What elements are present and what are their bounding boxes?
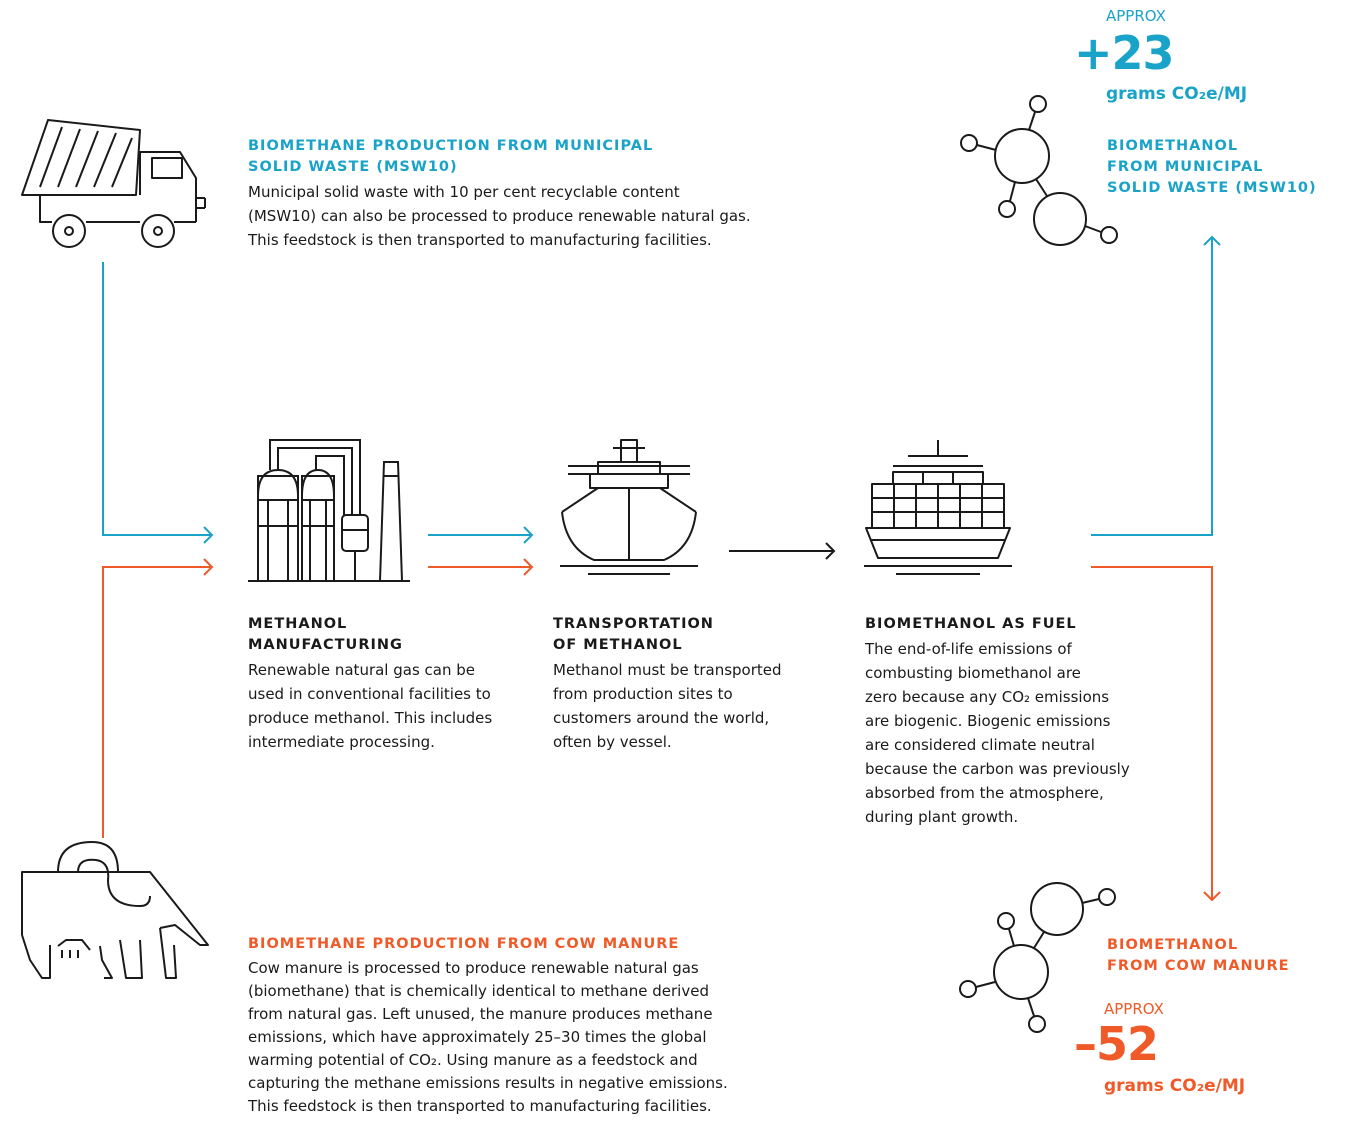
cow-section: BIOMETHANE PRODUCTION FROM COW MANURE Co… bbox=[248, 934, 808, 1118]
cow-text-line: Cow manure is processed to produce renew… bbox=[248, 959, 699, 977]
manufacturing-title: METHANOL MANUFACTURING bbox=[248, 614, 538, 656]
cow-text-line: from natural gas. Left unused, the manur… bbox=[248, 1005, 713, 1023]
msw-description: Municipal solid waste with 10 per cent r… bbox=[248, 180, 808, 252]
cow-result-label-line: FROM COW MANURE bbox=[1107, 958, 1290, 974]
fuel-text-line: because the carbon was previously bbox=[865, 760, 1130, 778]
cow-text-line: warming potential of CO₂. Using manure a… bbox=[248, 1051, 698, 1069]
cow-text-line: This feedstock is then transported to ma… bbox=[248, 1097, 712, 1115]
cow-text-line: emissions, which have approximately 25–3… bbox=[248, 1028, 707, 1046]
manufacturing-title-line-2: MANUFACTURING bbox=[248, 637, 403, 653]
transport-text-line: from production sites to bbox=[553, 685, 733, 703]
fuel-title: BIOMETHANOL AS FUEL bbox=[865, 616, 1077, 632]
fuel-section: BIOMETHANOL AS FUEL The end-of-life emis… bbox=[865, 614, 1165, 829]
transport-title-line-2: OF METHANOL bbox=[553, 637, 683, 653]
msw-text-line: This feedstock is then transported to ma… bbox=[248, 231, 712, 249]
transport-text-line: customers around the world, bbox=[553, 709, 770, 727]
cow-flow-line bbox=[102, 558, 1221, 902]
msw-title-line-2: SOLID WASTE (MSW10) bbox=[248, 159, 458, 175]
transport-title-line-1: TRANSPORTATION bbox=[553, 616, 714, 632]
cow-title: BIOMETHANE PRODUCTION FROM COW MANURE bbox=[248, 936, 680, 952]
cow-description: Cow manure is processed to produce renew… bbox=[248, 957, 808, 1118]
cow-emission-unit: grams CO₂e/MJ bbox=[1104, 1076, 1246, 1096]
transport-text-line: Methanol must be transported bbox=[553, 661, 782, 679]
fuel-text-line: zero because any CO₂ emissions bbox=[865, 688, 1110, 706]
ship-arrow bbox=[729, 542, 836, 560]
transport-section: TRANSPORTATION OF METHANOL Methanol must… bbox=[553, 614, 843, 754]
msw-result-label-line: FROM MUNICIPAL bbox=[1107, 159, 1264, 175]
manufacturing-title-line-1: METHANOL bbox=[248, 616, 348, 632]
msw-flow-line bbox=[102, 235, 1221, 544]
msw-result-label-line: BIOMETHANOL bbox=[1107, 138, 1239, 154]
msw-result-label-line: SOLID WASTE (MSW10) bbox=[1107, 180, 1317, 196]
msw-text-line: (MSW10) can also be processed to produce… bbox=[248, 207, 751, 225]
cow-icon bbox=[21, 841, 209, 979]
cow-result-label: BIOMETHANOL FROM COW MANURE bbox=[1107, 935, 1337, 977]
msw-result-label: BIOMETHANOL FROM MUNICIPAL SOLID WASTE (… bbox=[1107, 136, 1337, 199]
tanker-ship-icon bbox=[560, 439, 698, 575]
cow-text-line: capturing the methane emissions results … bbox=[248, 1074, 728, 1092]
cow-emission-value: –52 bbox=[1074, 1017, 1159, 1071]
manufacturing-description: Renewable natural gas can be used in con… bbox=[248, 658, 538, 754]
fuel-text-line: The end-of-life emissions of bbox=[865, 640, 1072, 658]
fuel-description: The end-of-life emissions of combusting … bbox=[865, 637, 1165, 829]
transport-description: Methanol must be transported from produc… bbox=[553, 658, 843, 754]
msw-emission-unit: grams CO₂e/MJ bbox=[1106, 84, 1248, 104]
molecule-icon bbox=[960, 95, 1118, 246]
msw-text-line: Municipal solid waste with 10 per cent r… bbox=[248, 183, 680, 201]
transport-text-line: often by vessel. bbox=[553, 733, 672, 751]
fuel-text-line: are considered climate neutral bbox=[865, 736, 1095, 754]
molecule-icon bbox=[959, 882, 1116, 1033]
msw-emission-value: +23 bbox=[1074, 26, 1175, 80]
dump-truck-icon bbox=[21, 119, 206, 248]
manufacturing-text-line: produce methanol. This includes bbox=[248, 709, 493, 727]
fuel-text-line: absorbed from the atmosphere, bbox=[865, 784, 1104, 802]
cow-result-label-line: BIOMETHANOL bbox=[1107, 937, 1239, 953]
msw-title-line-1: BIOMETHANE PRODUCTION FROM MUNICIPAL bbox=[248, 138, 654, 154]
cow-text-line: (biomethane) that is chemically identica… bbox=[248, 982, 709, 1000]
cow-approx-label: APPROX bbox=[1104, 1000, 1164, 1018]
fuel-text-line: are biogenic. Biogenic emissions bbox=[865, 712, 1111, 730]
manufacturing-text-line: used in conventional facilities to bbox=[248, 685, 491, 703]
transport-title: TRANSPORTATION OF METHANOL bbox=[553, 614, 843, 656]
manufacturing-section: METHANOL MANUFACTURING Renewable natural… bbox=[248, 614, 538, 754]
manufacturing-text-line: intermediate processing. bbox=[248, 733, 435, 751]
msw-section: BIOMETHANE PRODUCTION FROM MUNICIPAL SOL… bbox=[248, 136, 808, 252]
fuel-text-line: during plant growth. bbox=[865, 808, 1019, 826]
factory-icon bbox=[248, 439, 410, 582]
container-ship-icon bbox=[864, 440, 1012, 575]
msw-approx-label: APPROX bbox=[1106, 7, 1166, 25]
fuel-text-line: combusting biomethanol are bbox=[865, 664, 1081, 682]
msw-title: BIOMETHANE PRODUCTION FROM MUNICIPAL SOL… bbox=[248, 136, 808, 178]
manufacturing-text-line: Renewable natural gas can be bbox=[248, 661, 475, 679]
